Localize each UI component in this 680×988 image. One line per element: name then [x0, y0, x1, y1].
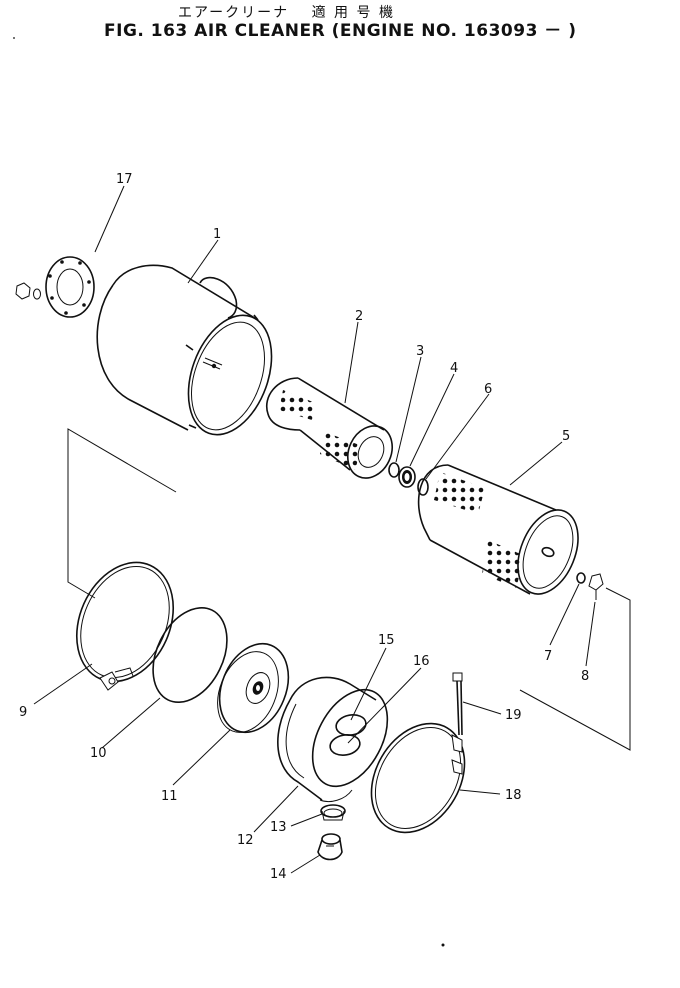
leader-lines	[33, 185, 596, 874]
callout-12: 12	[237, 833, 254, 848]
part-15-cover	[335, 714, 367, 736]
part-3-washer	[388, 462, 400, 478]
part-17-gasket	[45, 256, 95, 318]
assembly-lines	[67, 428, 631, 751]
part-7-washer	[576, 572, 586, 584]
callout-10: 10	[90, 746, 107, 761]
callout-7: 7	[544, 649, 552, 664]
part-12-dust-cup	[277, 676, 389, 803]
part-8-wing-nut	[588, 573, 604, 600]
callout-17: 17	[116, 172, 133, 187]
callout-1: 1	[213, 227, 221, 242]
figure-title: FIG. 163 AIR CLEANER (ENGINE NO. 163093 …	[104, 21, 577, 41]
callout-3: 3	[416, 344, 424, 359]
callout-18: 18	[505, 788, 522, 803]
callout-4: 4	[450, 361, 458, 376]
callout-15: 15	[378, 633, 395, 648]
part-18-band	[370, 722, 466, 834]
part-4-seal	[398, 466, 416, 488]
figure-title-japanese: エアークリーナ 適 用 号 機	[178, 5, 395, 21]
part-1-cleaner-body	[96, 264, 273, 436]
callout-19: 19	[505, 708, 522, 723]
callout-14: 14	[270, 867, 287, 882]
callout-labels: 1 2 3 4 5 6 7 8 9 10 11 12 13 14 15 16 1…	[19, 172, 589, 882]
callout-13: 13	[270, 820, 287, 835]
callout-9: 9	[19, 705, 27, 720]
callout-11: 11	[161, 789, 178, 804]
part-19-bolt	[452, 672, 463, 736]
callout-16: 16	[413, 654, 430, 669]
callout-2: 2	[355, 309, 363, 324]
part-6-o-ring	[417, 478, 429, 496]
callout-8: 8	[581, 669, 589, 684]
part-17-nut-washer	[15, 282, 41, 300]
callout-5: 5	[562, 429, 570, 444]
part-2-inner-element	[265, 377, 393, 479]
part-14-valve	[317, 833, 343, 861]
part-9-clamp	[75, 561, 175, 691]
part-16-plate	[329, 734, 361, 756]
part-10-o-ring	[152, 606, 228, 704]
part-5-outer-element	[417, 464, 579, 595]
part-13-clamp	[320, 804, 346, 821]
part-11-baffle	[217, 642, 290, 734]
callout-6: 6	[484, 382, 492, 397]
